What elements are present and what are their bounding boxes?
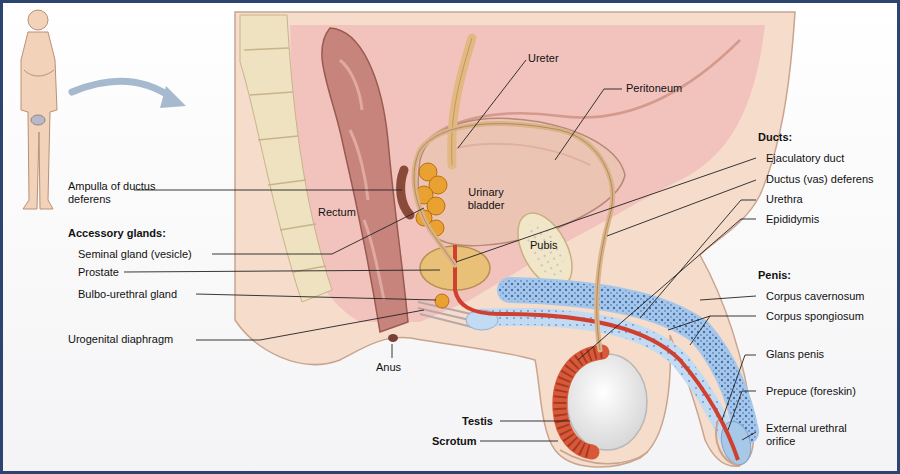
part-label: Prepuce (foreskin) (766, 385, 856, 398)
part-label: Epididymis (766, 213, 819, 226)
group-heading: Accessory glands: (68, 227, 166, 240)
part-label: Ureter (528, 52, 559, 65)
region-label: Pubis (530, 239, 558, 252)
part-label: Ductus (vas) deferens (766, 173, 874, 186)
group-heading: Ducts: (758, 131, 792, 144)
part-label: Corpus cavernosum (766, 290, 864, 303)
part-label: Glans penis (766, 348, 824, 361)
part-label: Prostate (78, 266, 119, 279)
leader-lines (124, 60, 756, 441)
part-label: Testis (462, 415, 493, 428)
region-label: Urinary bladder (455, 186, 517, 212)
part-label: Ampulla of ductus deferens (68, 180, 156, 206)
part-label: Corpus spongiosum (766, 310, 864, 323)
part-label: External urethral orifice (766, 422, 871, 448)
part-label: Scrotum (432, 435, 477, 448)
group-heading: Penis: (758, 269, 791, 282)
orientation-figure (21, 10, 186, 209)
part-label: Ejaculatory duct (766, 152, 844, 165)
part-label: Seminal gland (vesicle) (78, 248, 192, 261)
part-label: Peritoneum (626, 82, 682, 95)
region-label: Rectum (318, 206, 356, 219)
part-label: Urethra (766, 193, 803, 206)
part-label: Anus (376, 361, 401, 374)
part-label: Bulbo-urethral gland (78, 288, 177, 301)
part-label: Urogenital diaphragm (68, 333, 173, 346)
